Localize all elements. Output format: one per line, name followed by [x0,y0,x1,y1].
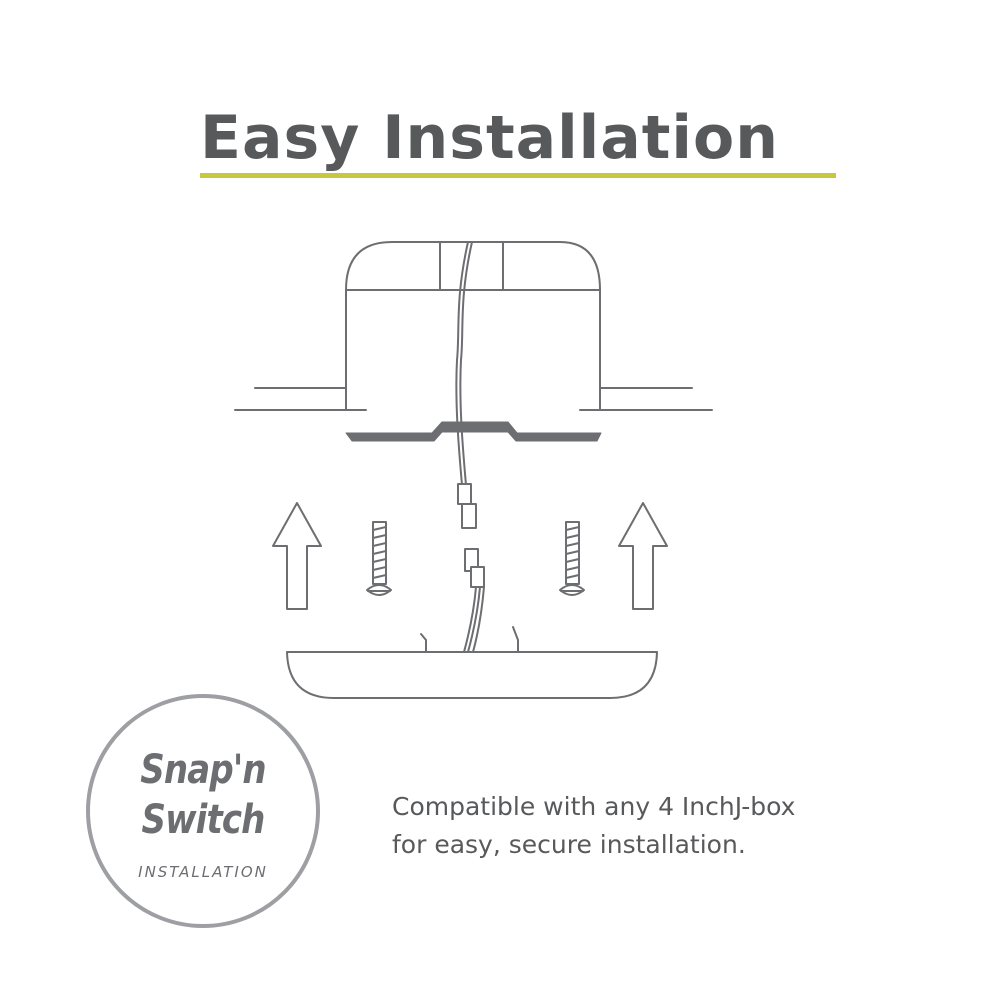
light-fixture-icon [286,626,658,699]
lower-wire [463,586,485,653]
caption-line-2: for easy, secure installation. [392,830,746,859]
wire-connector-icon [464,548,485,588]
up-arrow-icon [618,502,668,610]
title-underline [200,173,836,178]
upper-wire [455,241,473,486]
badge-line-1: Snap'n [140,747,266,793]
caption-line-1: Compatible with any 4 InchJ-box [392,792,796,821]
mounting-bracket-icon [345,421,602,442]
junction-box-icon [345,241,601,411]
ceiling-lines [234,387,713,411]
screw-icon [366,521,392,596]
badge-subtitle: INSTALLATION [138,863,268,881]
wire-connector-icon [457,483,477,529]
compatibility-caption: Compatible with any 4 InchJ-box for easy… [392,788,912,864]
up-arrow-icon [272,502,322,610]
screw-icon [559,521,585,596]
page-title: Easy Installation [200,103,779,173]
badge-line-2: Switch [141,797,265,843]
snap-n-switch-badge: Snap'n Switch INSTALLATION [86,694,320,928]
